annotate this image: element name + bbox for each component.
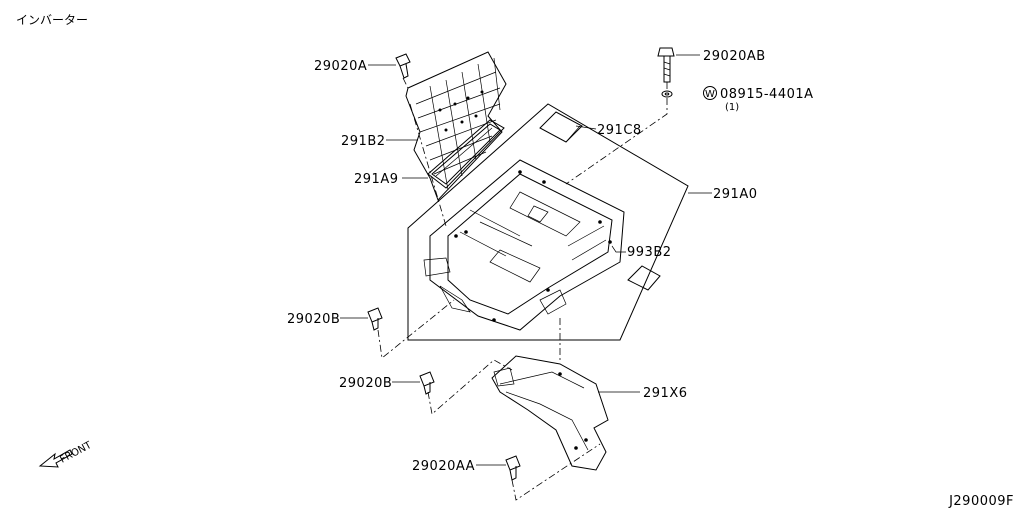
- bolt-29020b-mid-icon: [367, 307, 383, 331]
- bolt-29020b-lower-icon: [419, 371, 435, 395]
- callout-washer-qty: (1): [725, 102, 739, 113]
- diagram-code: J290009F: [948, 494, 1014, 509]
- bolt-29020a-icon: [395, 53, 411, 79]
- callout-washer-part: 08915-4401A: [720, 87, 814, 102]
- guide-lines: [377, 77, 668, 501]
- bolt-29020ab-icon: [657, 47, 675, 83]
- front-arrow-icon: [38, 449, 73, 468]
- cover-sheet: [405, 51, 507, 201]
- callout-29020aa: 29020AA: [412, 459, 475, 474]
- callout-291a9: 291A9: [354, 172, 398, 187]
- washer-symbol-icon: [703, 86, 717, 100]
- front-label: FRONT: [58, 439, 94, 465]
- assembly-outline: [407, 103, 689, 341]
- bolt-29020aa-icon: [505, 455, 521, 481]
- warning-label: [627, 265, 661, 291]
- callout-29020a: 29020A: [314, 59, 367, 74]
- callout-29020b-lower: 29020B: [339, 376, 392, 391]
- callout-291x6: 291X6: [643, 386, 688, 401]
- leader-lines: [340, 54, 712, 466]
- washer-symbol: W: [705, 89, 715, 100]
- callout-29020ab: 29020AB: [703, 49, 766, 64]
- washer-icon: [661, 90, 673, 98]
- gasket: [427, 119, 505, 189]
- diagram-title: インバーター: [16, 13, 88, 27]
- callout-291a0: 291A0: [713, 187, 757, 202]
- callout-291c8: 291C8: [597, 123, 642, 138]
- callout-291b2: 291B2: [341, 134, 386, 149]
- inverter-body: [423, 159, 625, 331]
- bracket: [491, 355, 609, 471]
- label-sticker: [539, 111, 583, 143]
- callout-29020b-mid: 29020B: [287, 312, 340, 327]
- callout-993b2: 993B2: [627, 245, 672, 260]
